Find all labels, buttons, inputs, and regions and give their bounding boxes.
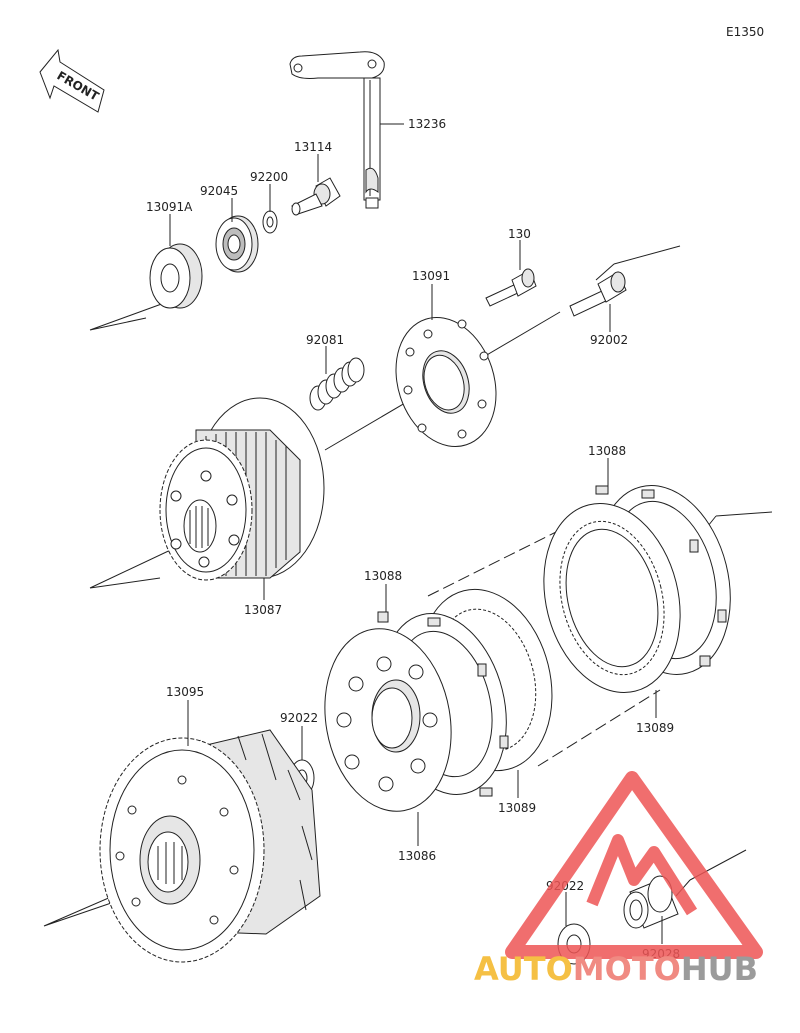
label-130: 130 xyxy=(508,227,531,241)
label-13089-right: 13089 xyxy=(636,721,674,735)
diagram-code: E1350 xyxy=(726,25,764,39)
label-92002: 92002 xyxy=(590,333,628,347)
watermark-text-hub: HUB xyxy=(681,950,758,988)
label-92081: 92081 xyxy=(306,333,344,347)
part-labels: 13236 13114 92200 92045 13091A 130 13091… xyxy=(146,117,680,961)
part-13091-plate xyxy=(395,317,497,447)
part-130-bolt xyxy=(485,268,537,307)
label-92022-middle: 92022 xyxy=(280,711,318,725)
part-13087-clutch-hub xyxy=(159,397,325,581)
part-92002-bolt xyxy=(569,271,627,317)
part-92045-bearing xyxy=(215,215,259,273)
label-13236: 13236 xyxy=(408,117,446,131)
label-13114: 13114 xyxy=(294,140,332,154)
watermark-logo xyxy=(505,771,763,959)
part-92081-spring xyxy=(309,357,365,411)
label-92045: 92045 xyxy=(200,184,238,198)
part-13114-push-rod xyxy=(291,177,341,216)
part-13236-release-shaft xyxy=(289,51,385,209)
leader-lines xyxy=(169,123,663,944)
label-13091: 13091 xyxy=(412,269,450,283)
watermark-m-mark xyxy=(586,834,698,916)
front-direction-arrow: FRONT xyxy=(39,48,105,113)
watermark-text-auto: AUTO xyxy=(474,950,573,988)
part-92028-collar xyxy=(623,875,679,929)
part-13089-steel-plate-right xyxy=(543,502,681,694)
part-92200-washer xyxy=(262,210,278,234)
label-13088-middle: 13088 xyxy=(364,569,402,583)
label-13089-middle: 13089 xyxy=(498,801,536,815)
label-13095: 13095 xyxy=(166,685,204,699)
label-13088-right: 13088 xyxy=(588,444,626,458)
part-13086-pressure-plate xyxy=(324,628,452,812)
label-13091A: 13091A xyxy=(146,200,193,214)
watermark-triangle xyxy=(505,771,763,959)
part-13091A-bush xyxy=(149,243,203,309)
watermark-text-moto: MOTO xyxy=(573,950,681,988)
label-13086: 13086 xyxy=(398,849,436,863)
part-13095-clutch-housing xyxy=(99,729,321,963)
label-13087: 13087 xyxy=(244,603,282,617)
label-92200: 92200 xyxy=(250,170,288,184)
watermark-wordmark: AUTOMOTOHUB xyxy=(474,950,758,988)
svg-text:AUTOMOTOHUB: AUTOMOTOHUB xyxy=(474,950,758,988)
